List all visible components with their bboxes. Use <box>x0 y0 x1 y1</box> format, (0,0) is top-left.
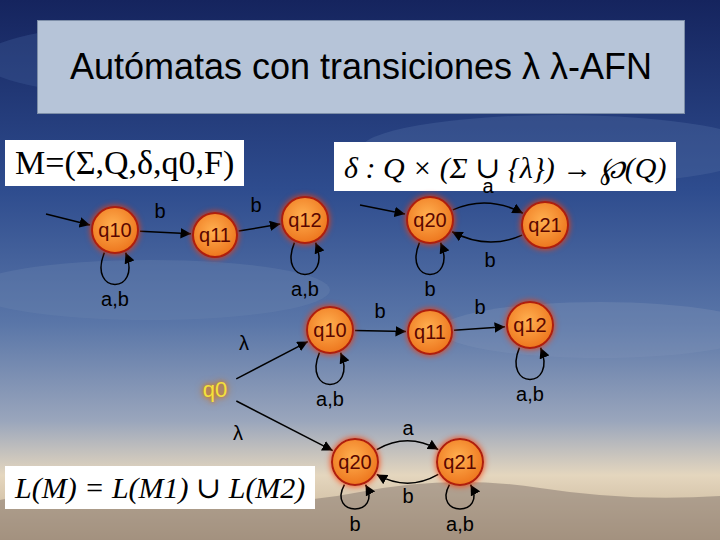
transition-arrow <box>291 243 319 275</box>
state-circle: q21 <box>521 201 569 249</box>
transition-arrow <box>101 253 129 285</box>
formula-text: δ : Q × (Σ ∪ {λ}) → ℘(Q) <box>344 151 666 184</box>
initial-state: q0 <box>192 367 238 413</box>
transition-arrow <box>377 441 439 450</box>
transition-label: b <box>250 194 261 216</box>
transition-label: a,b <box>101 288 129 310</box>
transition-label: a,b <box>291 278 319 300</box>
state-name: q11 <box>199 224 231 247</box>
state-name: q21 <box>528 214 561 237</box>
transition-arrow <box>516 348 544 380</box>
state-name: q12 <box>288 209 321 232</box>
cloud <box>0 260 330 320</box>
state-name: q11 <box>414 321 446 344</box>
transition-label: a <box>402 417 413 439</box>
transition-label: b <box>349 513 360 535</box>
start-arrow <box>360 205 405 214</box>
transition-label: b <box>402 485 413 507</box>
state-name: q20 <box>338 451 371 474</box>
transition-label: λ <box>239 332 249 354</box>
formula-box: δ : Q × (Σ ∪ {λ}) → ℘(Q) <box>334 142 676 191</box>
transition-arrow <box>239 224 281 231</box>
transition-label: b <box>474 296 485 318</box>
state-name: q10 <box>313 319 346 342</box>
transition-arrow <box>341 485 369 509</box>
state-name: q0 <box>203 377 227 403</box>
state-name: q12 <box>513 314 546 337</box>
transition-arrow <box>453 203 523 213</box>
state-circle: q11 <box>407 309 453 355</box>
state-circle: q20 <box>406 196 454 244</box>
transition-arrow <box>454 327 505 331</box>
transition-label: λ <box>233 422 243 444</box>
formula-box: L(M) = L(M1) ∪ L(M2) <box>5 466 315 509</box>
transition-arrow <box>140 231 191 234</box>
state-circle: q20 <box>331 438 379 486</box>
state-circle: q12 <box>281 196 329 244</box>
state-name: q21 <box>443 451 476 474</box>
start-arrow <box>46 214 90 225</box>
slide-title: Autómatas con transiciones λ λ-AFN <box>70 46 652 87</box>
transition-label: b <box>154 200 165 222</box>
transition-arrow <box>316 353 344 385</box>
formula-text: M=(Σ,Q,δ,q0,F) <box>15 144 234 181</box>
state-circle: q10 <box>91 206 139 254</box>
transition-label: a <box>482 175 493 197</box>
title-band: Autómatas con transiciones λ λ-AFN <box>37 20 685 114</box>
state-circle: q11 <box>192 212 238 258</box>
transition-arrow <box>452 232 522 242</box>
transition-arrow <box>416 243 444 275</box>
formula-box: M=(Σ,Q,δ,q0,F) <box>5 140 244 186</box>
transition-label: a,b <box>446 513 474 535</box>
transition-arrow <box>377 474 439 483</box>
transition-label: a,b <box>316 388 344 410</box>
state-circle: q21 <box>436 438 484 486</box>
transition-arrow <box>446 485 474 509</box>
transition-label: b <box>484 249 495 271</box>
transition-label: b <box>374 300 385 322</box>
state-name: q20 <box>413 209 446 232</box>
state-circle: q10 <box>306 306 354 354</box>
transition-arrow <box>355 330 406 331</box>
transition-label: a,b <box>516 383 544 405</box>
state-circle: q12 <box>506 301 554 349</box>
transition-label: b <box>424 278 435 300</box>
state-name: q10 <box>98 219 131 242</box>
formula-text: L(M) = L(M1) ∪ L(M2) <box>15 471 305 504</box>
